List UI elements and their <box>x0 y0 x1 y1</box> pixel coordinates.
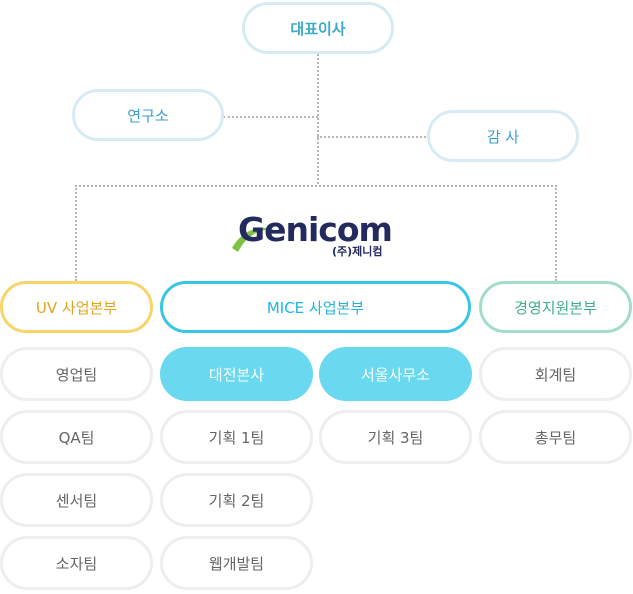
team-label: 기획 1팀 <box>208 428 265 447</box>
team-label: 총무팀 <box>534 428 577 447</box>
daejeon-team-node: 웹개발팀 <box>160 536 313 590</box>
team-label: 소자팀 <box>55 554 98 573</box>
uv-team-node: 소자팀 <box>0 536 153 590</box>
lab-label: 연구소 <box>127 106 169 125</box>
mice-unit-node: 대전본사 <box>160 347 313 401</box>
mgmt-division-label: 경영지원본부 <box>514 298 597 317</box>
audit-label: 감 사 <box>486 127 520 146</box>
uv-team-node: QA팀 <box>0 410 153 464</box>
mice-division-node: MICE 사업본부 <box>160 281 471 333</box>
uv-division-node: UV 사업본부 <box>0 281 153 333</box>
uv-team-node: 영업팀 <box>0 347 153 401</box>
daejeon-team-node: 기획 1팀 <box>160 410 313 464</box>
unit-label: 대전본사 <box>208 365 265 384</box>
seoul-team-node: 기획 3팀 <box>319 410 472 464</box>
connector-uv <box>75 185 77 281</box>
ceo-node: 대표이사 <box>242 2 394 54</box>
genicom-logo: Genicom (주)제니컴 <box>228 210 398 260</box>
team-label: 회계팀 <box>534 365 577 384</box>
mice-unit-node: 서울사무소 <box>319 347 472 401</box>
team-label: 센서팀 <box>55 491 98 510</box>
team-label: QA팀 <box>58 428 95 447</box>
team-label: 기획 3팀 <box>367 428 424 447</box>
ceo-label: 대표이사 <box>290 19 346 38</box>
daejeon-team-node: 기획 2팀 <box>160 473 313 527</box>
connector-mgmt <box>555 185 557 281</box>
mice-division-label: MICE 사업본부 <box>266 298 365 317</box>
connector-audit <box>317 136 429 138</box>
team-label: 웹개발팀 <box>208 554 265 573</box>
logo-korean: (주)제니컴 <box>332 245 383 258</box>
connector-ceo-down <box>317 54 319 184</box>
audit-node: 감 사 <box>427 110 579 162</box>
mgmt-team-node: 회계팀 <box>479 347 632 401</box>
team-label: 기획 2팀 <box>208 491 265 510</box>
team-label: 영업팀 <box>55 365 98 384</box>
connector-lab <box>223 116 318 118</box>
connector-divisions <box>75 185 557 187</box>
unit-label: 서울사무소 <box>360 365 430 384</box>
lab-node: 연구소 <box>72 89 224 141</box>
logo-wordmark: Genicom <box>238 210 393 249</box>
uv-team-node: 센서팀 <box>0 473 153 527</box>
uv-division-label: UV 사업본부 <box>35 298 118 317</box>
mgmt-division-node: 경영지원본부 <box>479 281 632 333</box>
logo-swoosh <box>232 227 274 252</box>
mgmt-team-node: 총무팀 <box>479 410 632 464</box>
